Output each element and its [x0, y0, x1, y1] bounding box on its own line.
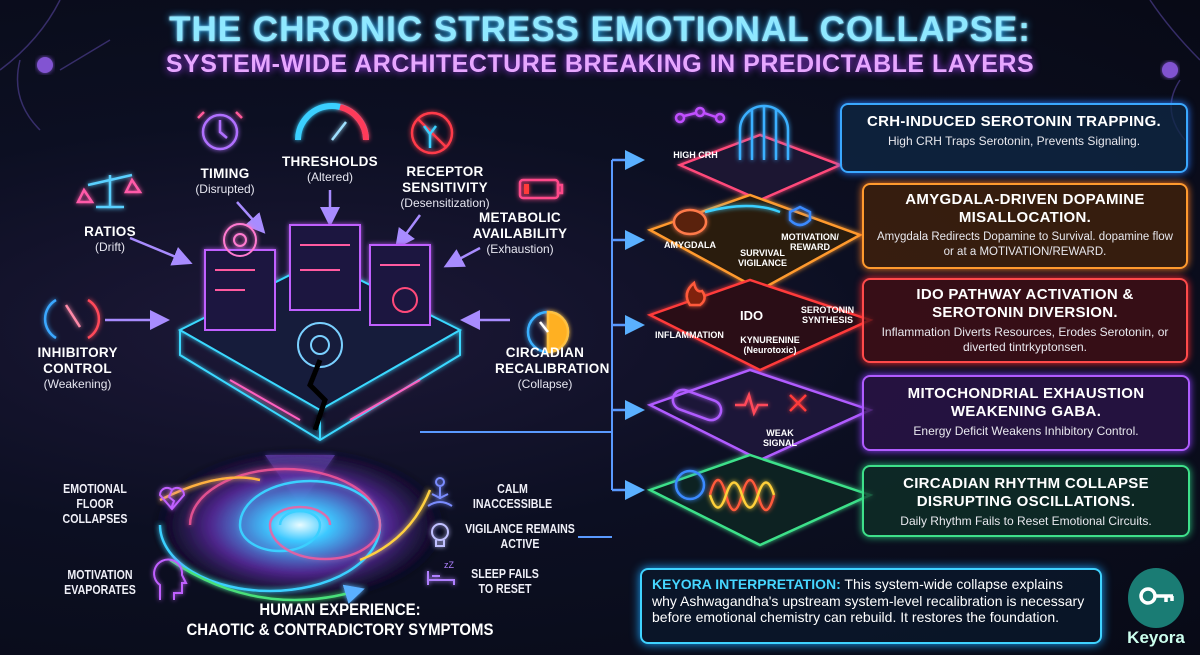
weak-signal-icon — [735, 391, 768, 417]
interpretation-label: KEYORA INTERPRETATION: — [652, 576, 841, 592]
amygdala-brain-icon — [672, 208, 708, 236]
label-weak-signal: WEAK SIGNAL — [762, 428, 797, 448]
label-serotonin-synthesis: SEROTONIN SYNTHESIS — [800, 305, 855, 325]
page-subtitle: SYSTEM-WIDE ARCHITECTURE BREAKING IN PRE… — [165, 50, 1035, 78]
label-amygdala: AMYGDALA — [664, 240, 716, 250]
label-inflammation: INFLAMMATION — [655, 330, 724, 340]
label-kynurenine: KYNURENINE (Neurotoxic) — [740, 335, 800, 355]
input-timing: TIMING(Disrupted) — [195, 166, 255, 196]
sleep-bed-icon — [427, 571, 455, 585]
brain-head-icon — [153, 558, 188, 600]
connector-arrows — [612, 150, 645, 500]
molecule-icon — [674, 106, 726, 124]
label-ido: IDO — [740, 308, 764, 323]
low-battery-icon — [518, 178, 564, 200]
symptom-vigilance: VIGILANCE REMAINS ACTIVE — [465, 522, 575, 551]
label-high-crh: HIGH CRH — [673, 150, 718, 160]
layer-card-amygdala: AMYGDALA-DRIVEN DOPAMINE MISALLOCATION.A… — [862, 183, 1188, 269]
input-receptor-sensitivity: RECEPTOR SENSITIVITY(Desensitization) — [400, 164, 490, 210]
label-motivation-reward: MOTIVATION/ REWARD — [781, 232, 839, 252]
symptoms-title: HUMAN EXPERIENCE:CHAOTIC & CONTRADICTORY… — [186, 600, 494, 639]
connector-lines — [420, 160, 613, 538]
platform-ido — [646, 278, 874, 372]
blocked-gaba-icon — [789, 394, 807, 412]
neuron-icon — [1162, 62, 1178, 78]
key-icon — [1139, 587, 1174, 605]
brand-name: Keyora — [1127, 628, 1185, 647]
input-inhibitory-control: INHIBITORY CONTROL(Weakening) — [37, 345, 118, 391]
clock-icon — [674, 469, 706, 501]
symptom-vortex — [150, 445, 450, 605]
gauge-icon — [295, 103, 369, 141]
symptom-calm: CALM INACCESSIBLE — [472, 482, 553, 511]
keyora-interpretation-box: KEYORA INTERPRETATION: This system-wide … — [640, 568, 1102, 644]
layer-card-mitochondria: MITOCHONDRIAL EXHAUSTION WEAKENING GABA.… — [862, 375, 1190, 451]
flame-icon — [685, 280, 706, 307]
scale-icon — [75, 173, 143, 209]
mitochondria-icon — [671, 388, 723, 422]
day-night-clock-icon — [526, 310, 570, 354]
meditation-icon — [427, 477, 453, 507]
alarm-clock-icon — [197, 111, 243, 151]
symptom-motivation: MOTIVATION EVAPORATES — [64, 568, 136, 597]
keyora-logo — [1128, 568, 1184, 628]
input-circadian-recalibration: CIRCADIAN RECALIBRATION(Collapse) — [495, 345, 610, 391]
lightbulb-icon — [431, 523, 449, 547]
input-ratios: RATIOS(Drift) — [84, 224, 136, 254]
platform-crh — [676, 133, 844, 202]
input-metabolic-availability: METABOLIC AVAILABILITY(Exhaustion) — [472, 210, 568, 256]
cage-icon — [738, 104, 790, 160]
input-thresholds: THRESHOLDS(Altered) — [281, 154, 378, 184]
system-machine-illustration — [177, 223, 463, 442]
reward-shield-icon — [788, 205, 812, 227]
layer-card-crh: CRH-INDUCED SEROTONIN TRAPPING.High CRH … — [840, 103, 1188, 173]
page-title: THE CHRONIC STRESS EMOTIONAL COLLAPSE: — [169, 10, 1031, 49]
sleep-z-icon: zZ — [444, 560, 455, 570]
blocked-receptor-icon — [410, 111, 454, 155]
interpretation-text: This system-wide collapse explains why A… — [652, 576, 1085, 625]
broken-brake-icon — [43, 298, 101, 340]
symptom-emotional-floor: EMOTIONAL FLOOR COLLAPSES — [62, 482, 128, 526]
broken-heart-icon — [158, 486, 186, 511]
layer-card-ido: IDO PATHWAY ACTIVATION & SEROTONIN DIVER… — [862, 278, 1188, 363]
neuron-icon — [37, 57, 53, 73]
symptom-sleep: SLEEP FAILS TO RESET — [471, 567, 539, 596]
label-survival-vigilance: SURVIVAL VIGILANCE — [737, 248, 787, 268]
input-arrows — [105, 190, 510, 330]
layer-card-circadian: CIRCADIAN RHYTHM COLLAPSE DISRUPTING OSC… — [862, 465, 1190, 537]
